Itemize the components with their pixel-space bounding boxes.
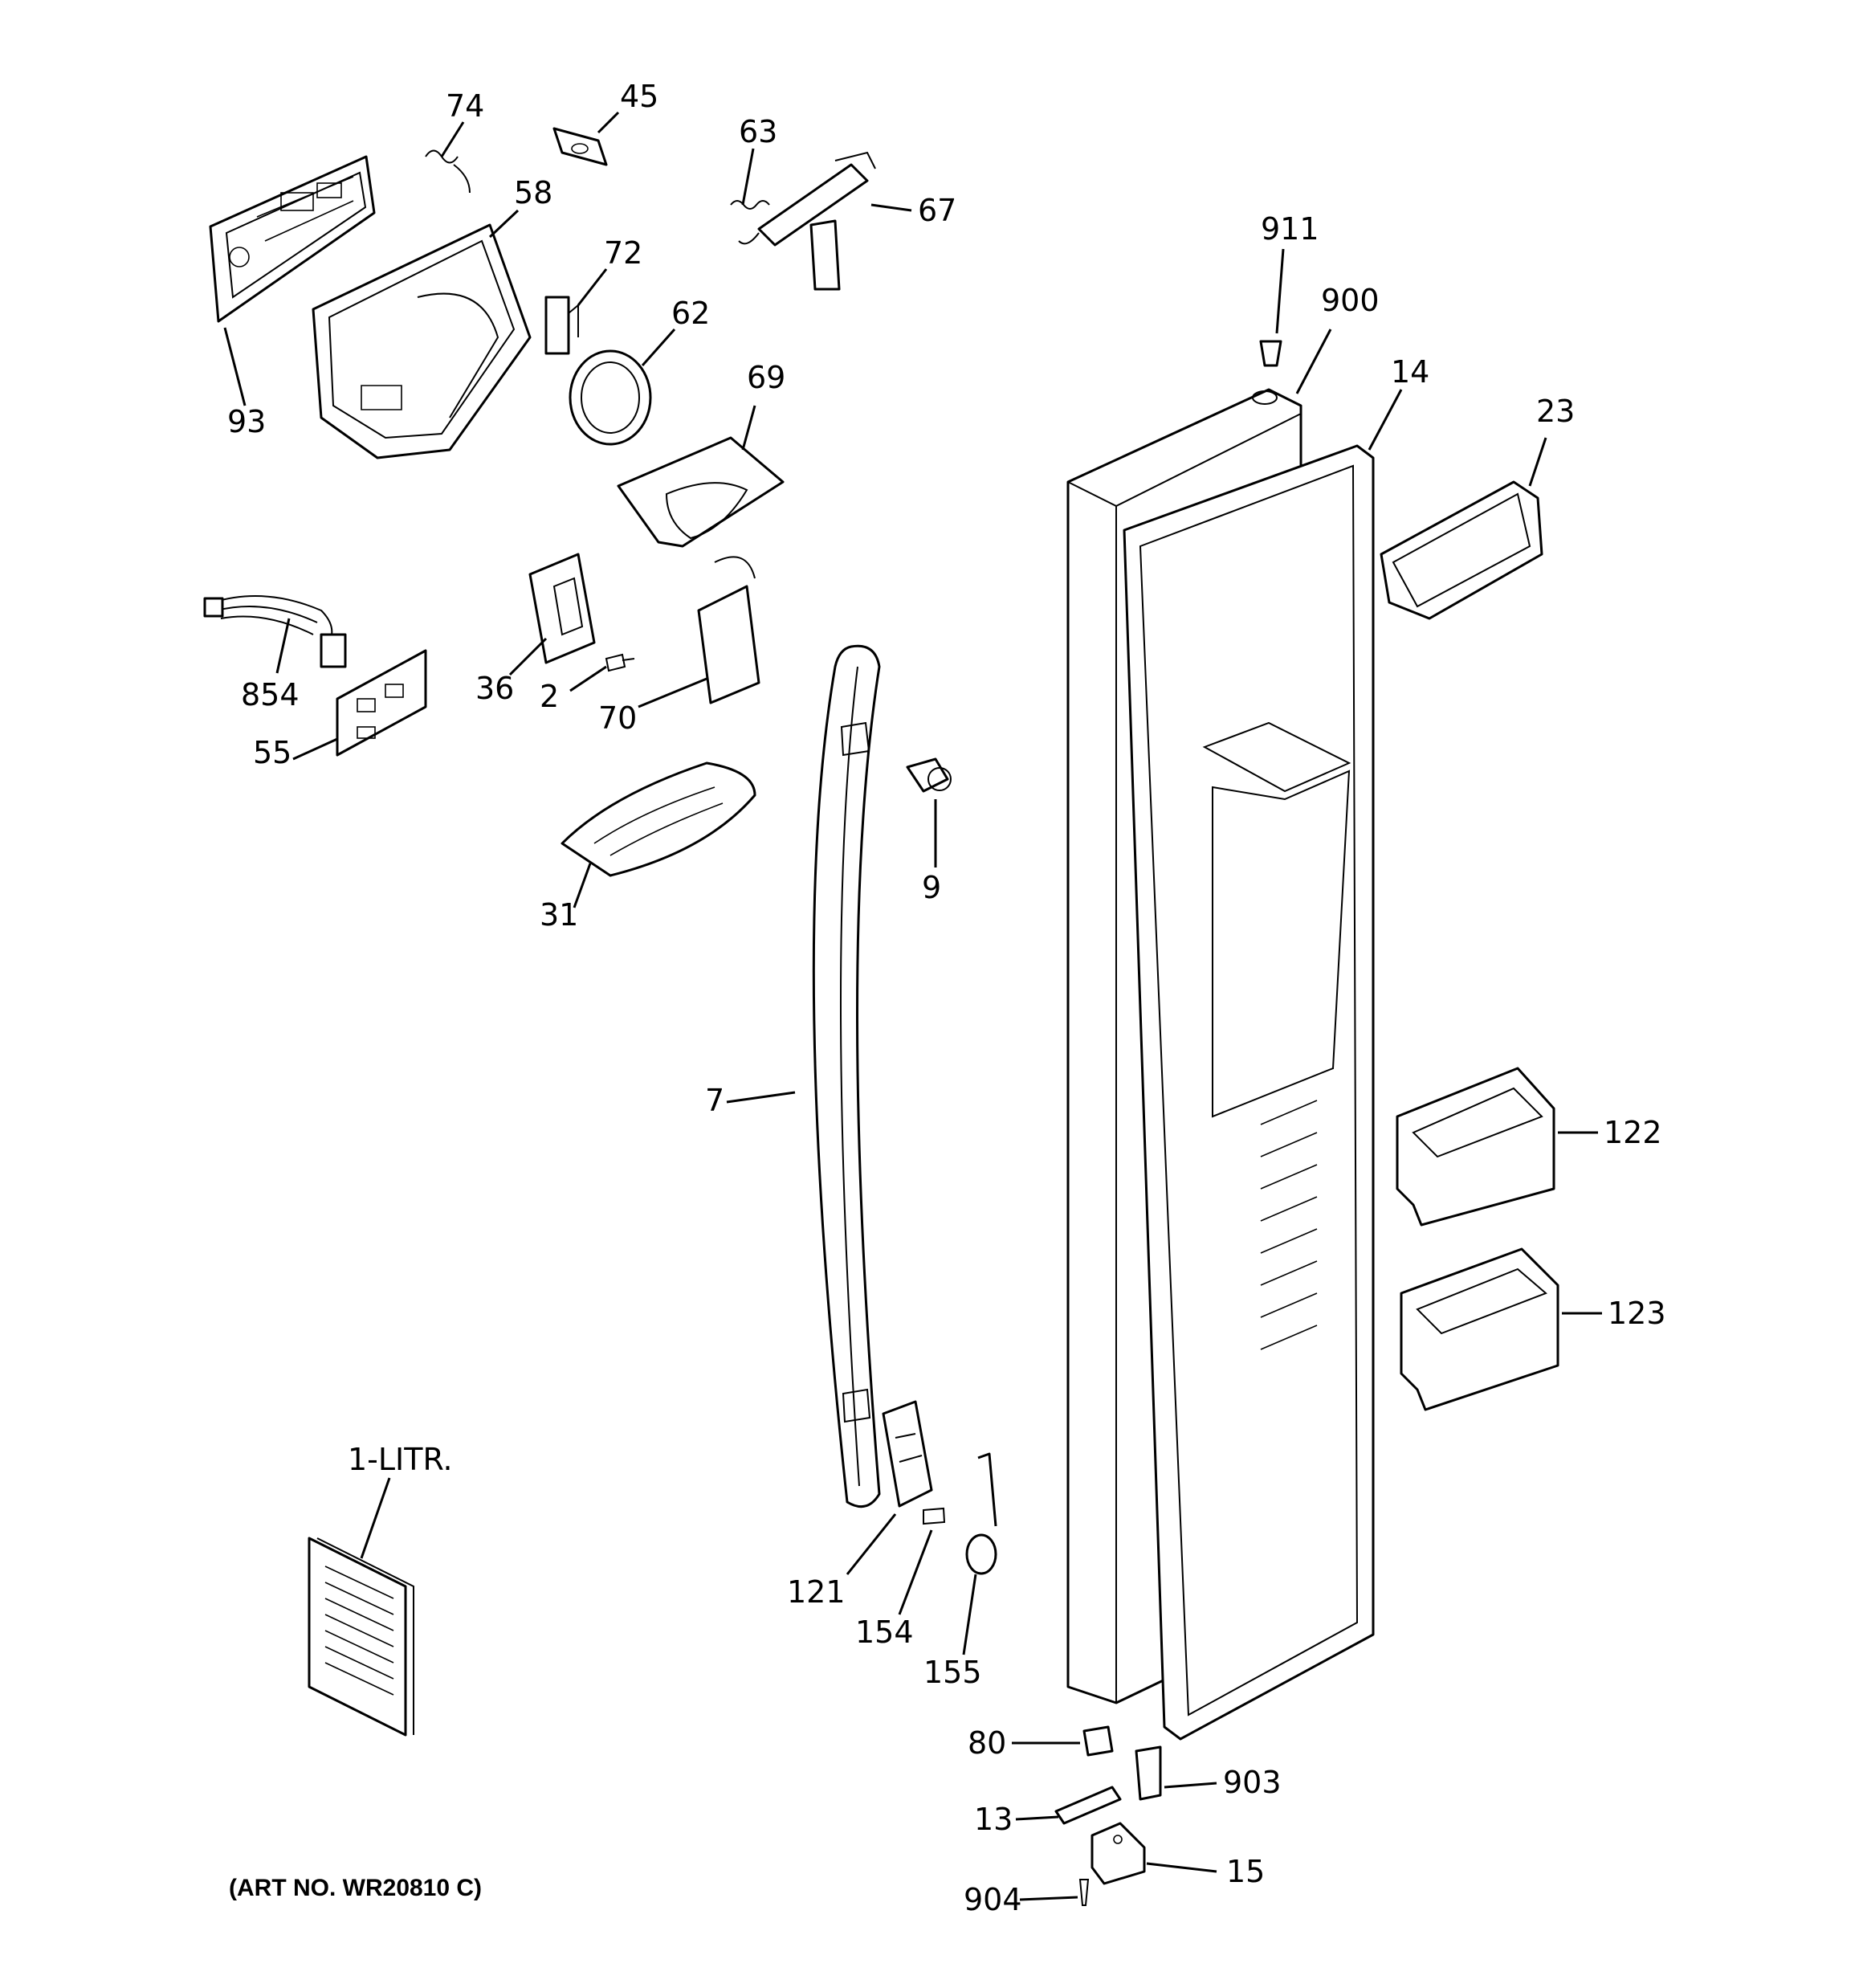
label-80: 80 [968,1725,1006,1761]
label-62: 62 [671,296,710,331]
label-63: 63 [739,114,777,149]
part-93-control-board [209,155,376,323]
part-58-dispenser-housing [312,223,532,459]
part-23-bin [1380,480,1543,620]
part-911-plug [1259,340,1282,367]
label-15: 15 [1226,1854,1265,1889]
label-7: 7 [705,1083,724,1118]
leader-lines [223,111,1602,1901]
part-904-screw [1078,1879,1090,1906]
part-2-screw [605,653,635,672]
part-13-plate [1054,1786,1122,1825]
part-7-handle [812,644,881,1508]
part-1-litr-literature [308,1537,414,1737]
label-14: 14 [1391,354,1429,390]
part-154-screw [923,1507,946,1525]
label-72: 72 [604,235,642,271]
label-55: 55 [253,735,291,770]
label-121: 121 [787,1574,846,1610]
label-45: 45 [620,79,658,114]
label-74: 74 [446,88,484,124]
label-900: 900 [1321,283,1380,318]
part-45-bracket [552,127,608,166]
part-74-spring [425,149,471,194]
label-13: 13 [974,1802,1013,1837]
part-31-drip-tray [561,761,756,877]
part-80-cap [1082,1725,1114,1757]
art-number: (ART NO. WR20810 C) [229,1875,482,1901]
label-155: 155 [923,1655,982,1690]
part-36-bracket [528,553,596,664]
part-123-bin [1400,1247,1559,1411]
part-121-clip [882,1400,933,1508]
label-903: 903 [1223,1765,1282,1800]
part-70-cover [697,556,760,704]
label-854: 854 [241,677,300,712]
label-122: 122 [1604,1115,1662,1150]
part-69-chute [617,436,785,548]
part-854-harness [203,595,347,668]
part-63-spring [730,200,770,245]
label-70: 70 [598,700,637,736]
part-55-panel [336,649,427,757]
label-9: 9 [922,870,941,905]
part-67-lever [757,151,876,291]
label-904: 904 [964,1882,1022,1917]
part-903-bushing [1135,1745,1162,1801]
label-31: 31 [540,897,578,933]
label-2: 2 [540,679,559,714]
label-1-litr: 1-LITR. [348,1442,453,1477]
label-69: 69 [747,360,785,395]
label-36: 36 [475,671,514,706]
label-58: 58 [514,175,552,210]
label-23: 23 [1536,394,1575,429]
label-911: 911 [1261,211,1319,247]
label-93: 93 [227,404,266,439]
label-67: 67 [918,193,956,228]
label-154: 154 [855,1614,914,1650]
part-9-bolt [906,757,952,793]
part-122-bin [1396,1067,1555,1227]
part-72-switch [544,296,579,355]
part-15-hinge [1090,1822,1146,1885]
callout-labels: 74 45 63 67 58 72 62 93 69 911 900 14 23… [227,79,1666,1917]
part-14-door-liner [1123,444,1375,1741]
part-62-ring [569,349,652,446]
label-123: 123 [1608,1296,1666,1331]
part-155-key [965,1452,997,1575]
